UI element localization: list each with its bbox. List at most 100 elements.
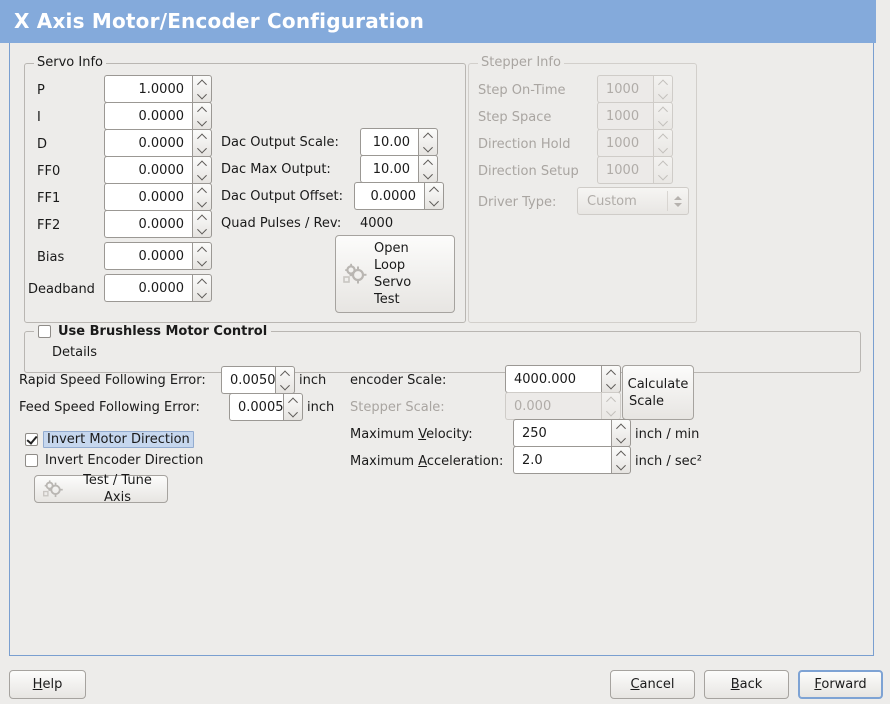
chevron-right-icon[interactable] — [33, 345, 43, 360]
servo-input-i[interactable]: 0.0000 — [104, 102, 212, 130]
checkbox-box[interactable] — [25, 433, 38, 446]
dac-max-output-spinner[interactable] — [418, 155, 438, 183]
step-space-input: 1000 — [597, 102, 673, 130]
spin-up-icon[interactable] — [612, 420, 630, 433]
maximum-velocity-value[interactable]: 250 — [513, 419, 611, 447]
dac-output-offset-spinner[interactable] — [424, 182, 444, 210]
help-button[interactable]: Help — [9, 670, 86, 699]
servo-input-d-spinner[interactable] — [192, 129, 212, 157]
servo-input-ff0-value[interactable]: 0.0000 — [104, 156, 192, 184]
feed-following-error-value[interactable]: 0.0005 — [229, 393, 283, 421]
spin-down-icon[interactable] — [193, 89, 211, 102]
servo-input-ff1-spinner[interactable] — [192, 183, 212, 211]
dac-output-scale-value[interactable]: 10.00 — [360, 128, 418, 156]
spin-up-icon[interactable] — [193, 103, 211, 116]
servo-input-p-spinner[interactable] — [192, 75, 212, 103]
maximum-acceleration-value[interactable]: 2.0 — [513, 446, 611, 474]
spin-down-icon[interactable] — [193, 143, 211, 156]
details-expander[interactable]: Details — [33, 345, 97, 360]
servo-input-p-value[interactable]: 1.0000 — [104, 75, 192, 103]
checkbox-box[interactable] — [25, 454, 38, 467]
servo-input-ff1-value[interactable]: 0.0000 — [104, 183, 192, 211]
dac-output-offset-input[interactable]: 0.0000 — [354, 182, 444, 210]
spin-up-icon[interactable] — [193, 211, 211, 224]
dac-output-offset-value[interactable]: 0.0000 — [354, 182, 424, 210]
spin-down-icon[interactable] — [193, 224, 211, 237]
spin-up-icon[interactable] — [193, 243, 211, 256]
calculate-scale-button[interactable]: Calculate Scale — [622, 365, 694, 420]
spin-up-icon[interactable] — [425, 183, 443, 196]
test-tune-axis-button[interactable]: Test / Tune Axis — [34, 473, 168, 505]
open-loop-servo-test-button[interactable]: Open Loop Servo Test — [335, 235, 455, 313]
spin-up-icon[interactable] — [419, 156, 437, 169]
servo-input-p[interactable]: 1.0000 — [104, 75, 212, 103]
servo-input-d-value[interactable]: 0.0000 — [104, 129, 192, 157]
spin-down-icon[interactable] — [419, 142, 437, 155]
maximum-velocity-spinner[interactable] — [611, 419, 631, 447]
spin-up-icon[interactable] — [612, 447, 630, 460]
invert-encoder-direction-checkbox[interactable]: Invert Encoder Direction — [25, 453, 203, 468]
spin-up-icon[interactable] — [193, 184, 211, 197]
spin-up-icon[interactable] — [193, 275, 211, 288]
spin-down-icon[interactable] — [193, 170, 211, 183]
dac-output-scale-spinner[interactable] — [418, 128, 438, 156]
spin-up-icon[interactable] — [193, 157, 211, 170]
invert-motor-direction-checkbox[interactable]: Invert Motor Direction — [25, 431, 194, 448]
servo-input-bias-spinner[interactable] — [192, 242, 212, 270]
spin-down-icon[interactable] — [193, 256, 211, 269]
chevron-updown-icon — [668, 195, 688, 207]
servo-input-bias[interactable]: 0.0000 — [104, 242, 212, 270]
feed-following-error-spinner[interactable] — [283, 393, 303, 421]
servo-input-deadband-value[interactable]: 0.0000 — [104, 274, 192, 302]
spin-up-icon[interactable] — [419, 129, 437, 142]
spin-down-icon[interactable] — [284, 407, 302, 420]
spin-down-icon[interactable] — [612, 460, 630, 473]
servo-input-i-spinner[interactable] — [192, 102, 212, 130]
back-button[interactable]: Back — [704, 670, 789, 699]
spin-down-icon[interactable] — [612, 433, 630, 446]
servo-input-ff2-spinner[interactable] — [192, 210, 212, 238]
maximum-acceleration-spinner[interactable] — [611, 446, 631, 474]
spin-up-icon[interactable] — [193, 130, 211, 143]
use-brushless-motor-label: Use Brushless Motor Control — [58, 324, 268, 339]
mnemonic-v: V — [418, 427, 427, 442]
spin-down-icon[interactable] — [193, 116, 211, 129]
servo-input-ff0-spinner[interactable] — [192, 156, 212, 184]
servo-input-d[interactable]: 0.0000 — [104, 129, 212, 157]
spin-up-icon[interactable] — [276, 367, 294, 380]
use-brushless-motor-checkbox[interactable]: Use Brushless Motor Control — [34, 324, 272, 339]
spin-down-icon[interactable] — [193, 197, 211, 210]
checkbox-box[interactable] — [38, 325, 51, 338]
spin-down-icon[interactable] — [419, 169, 437, 182]
servo-input-i-value[interactable]: 0.0000 — [104, 102, 192, 130]
feed-following-error-input[interactable]: 0.0005 — [229, 393, 303, 421]
rapid-following-error-spinner[interactable] — [275, 366, 295, 394]
servo-input-ff2-value[interactable]: 0.0000 — [104, 210, 192, 238]
forward-button[interactable]: Forward — [798, 670, 883, 699]
dac-output-scale-input[interactable]: 10.00 — [360, 128, 438, 156]
dac-max-output-value[interactable]: 10.00 — [360, 155, 418, 183]
servo-input-deadband-spinner[interactable] — [192, 274, 212, 302]
servo-input-ff2[interactable]: 0.0000 — [104, 210, 212, 238]
spin-up-icon[interactable] — [284, 394, 302, 407]
maximum-velocity-input[interactable]: 250 — [513, 419, 631, 447]
servo-input-deadband[interactable]: 0.0000 — [104, 274, 212, 302]
spin-down-icon[interactable] — [193, 288, 211, 301]
spin-up-icon[interactable] — [602, 366, 620, 379]
spin-down-icon[interactable] — [425, 196, 443, 209]
maximum-acceleration-input[interactable]: 2.0 — [513, 446, 631, 474]
cancel-button[interactable]: Cancel — [610, 670, 695, 699]
spin-up-icon[interactable] — [193, 76, 211, 89]
encoder-scale-value[interactable]: 4000.000 — [505, 365, 601, 393]
servo-input-ff1[interactable]: 0.0000 — [104, 183, 212, 211]
encoder-scale-input[interactable]: 4000.000 — [505, 365, 621, 393]
spin-down-icon[interactable] — [602, 379, 620, 392]
rapid-following-error-value[interactable]: 0.0050 — [221, 366, 275, 394]
rapid-following-error-input[interactable]: 0.0050 — [221, 366, 295, 394]
encoder-scale-spinner[interactable] — [601, 365, 621, 393]
spin-down-icon[interactable] — [276, 380, 294, 393]
servo-info-legend: Servo Info — [34, 56, 106, 70]
servo-input-ff0[interactable]: 0.0000 — [104, 156, 212, 184]
dac-max-output-input[interactable]: 10.00 — [360, 155, 438, 183]
servo-input-bias-value[interactable]: 0.0000 — [104, 242, 192, 270]
